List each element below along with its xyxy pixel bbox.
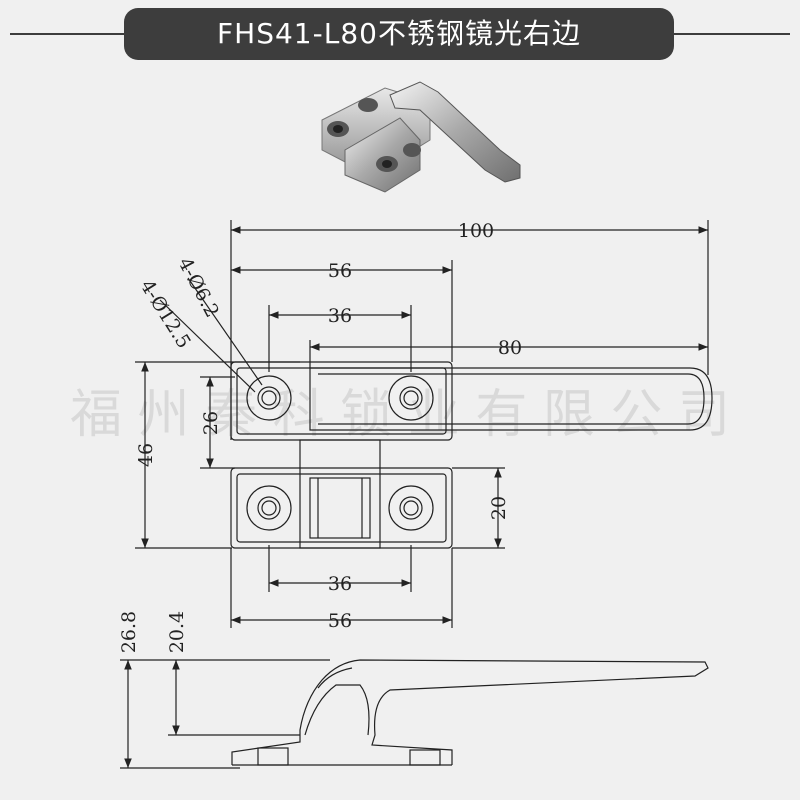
page-title: FHS41-L80不锈钢镜光右边: [217, 17, 581, 50]
dim-lever-length: 80: [498, 337, 522, 359]
title-rule-right: [672, 33, 790, 35]
dim-plate-height: 26: [200, 411, 222, 435]
dim-lower-block-height: 20: [488, 496, 510, 520]
dim-side-height-lever: 20.4: [166, 611, 188, 653]
dim-hole-spacing-top: 36: [328, 305, 352, 327]
dim-small-hole: 4-Ø6.2: [174, 254, 224, 321]
title-rule-left: [10, 33, 126, 35]
dim-mounting-width: 56: [328, 260, 352, 282]
drawing-lines: [120, 220, 713, 769]
dim-side-height-total: 26.8: [118, 611, 140, 653]
dim-overall-length: 100: [458, 220, 494, 242]
hinge-latch-photo: [321, 81, 521, 193]
title-bar: [124, 8, 674, 60]
dim-total-height: 46: [135, 443, 157, 467]
watermark: 福州秦科锁业有限公司: [70, 385, 730, 445]
dim-base-width: 56: [328, 610, 352, 632]
dim-hole-spacing-bottom: 36: [328, 573, 352, 595]
